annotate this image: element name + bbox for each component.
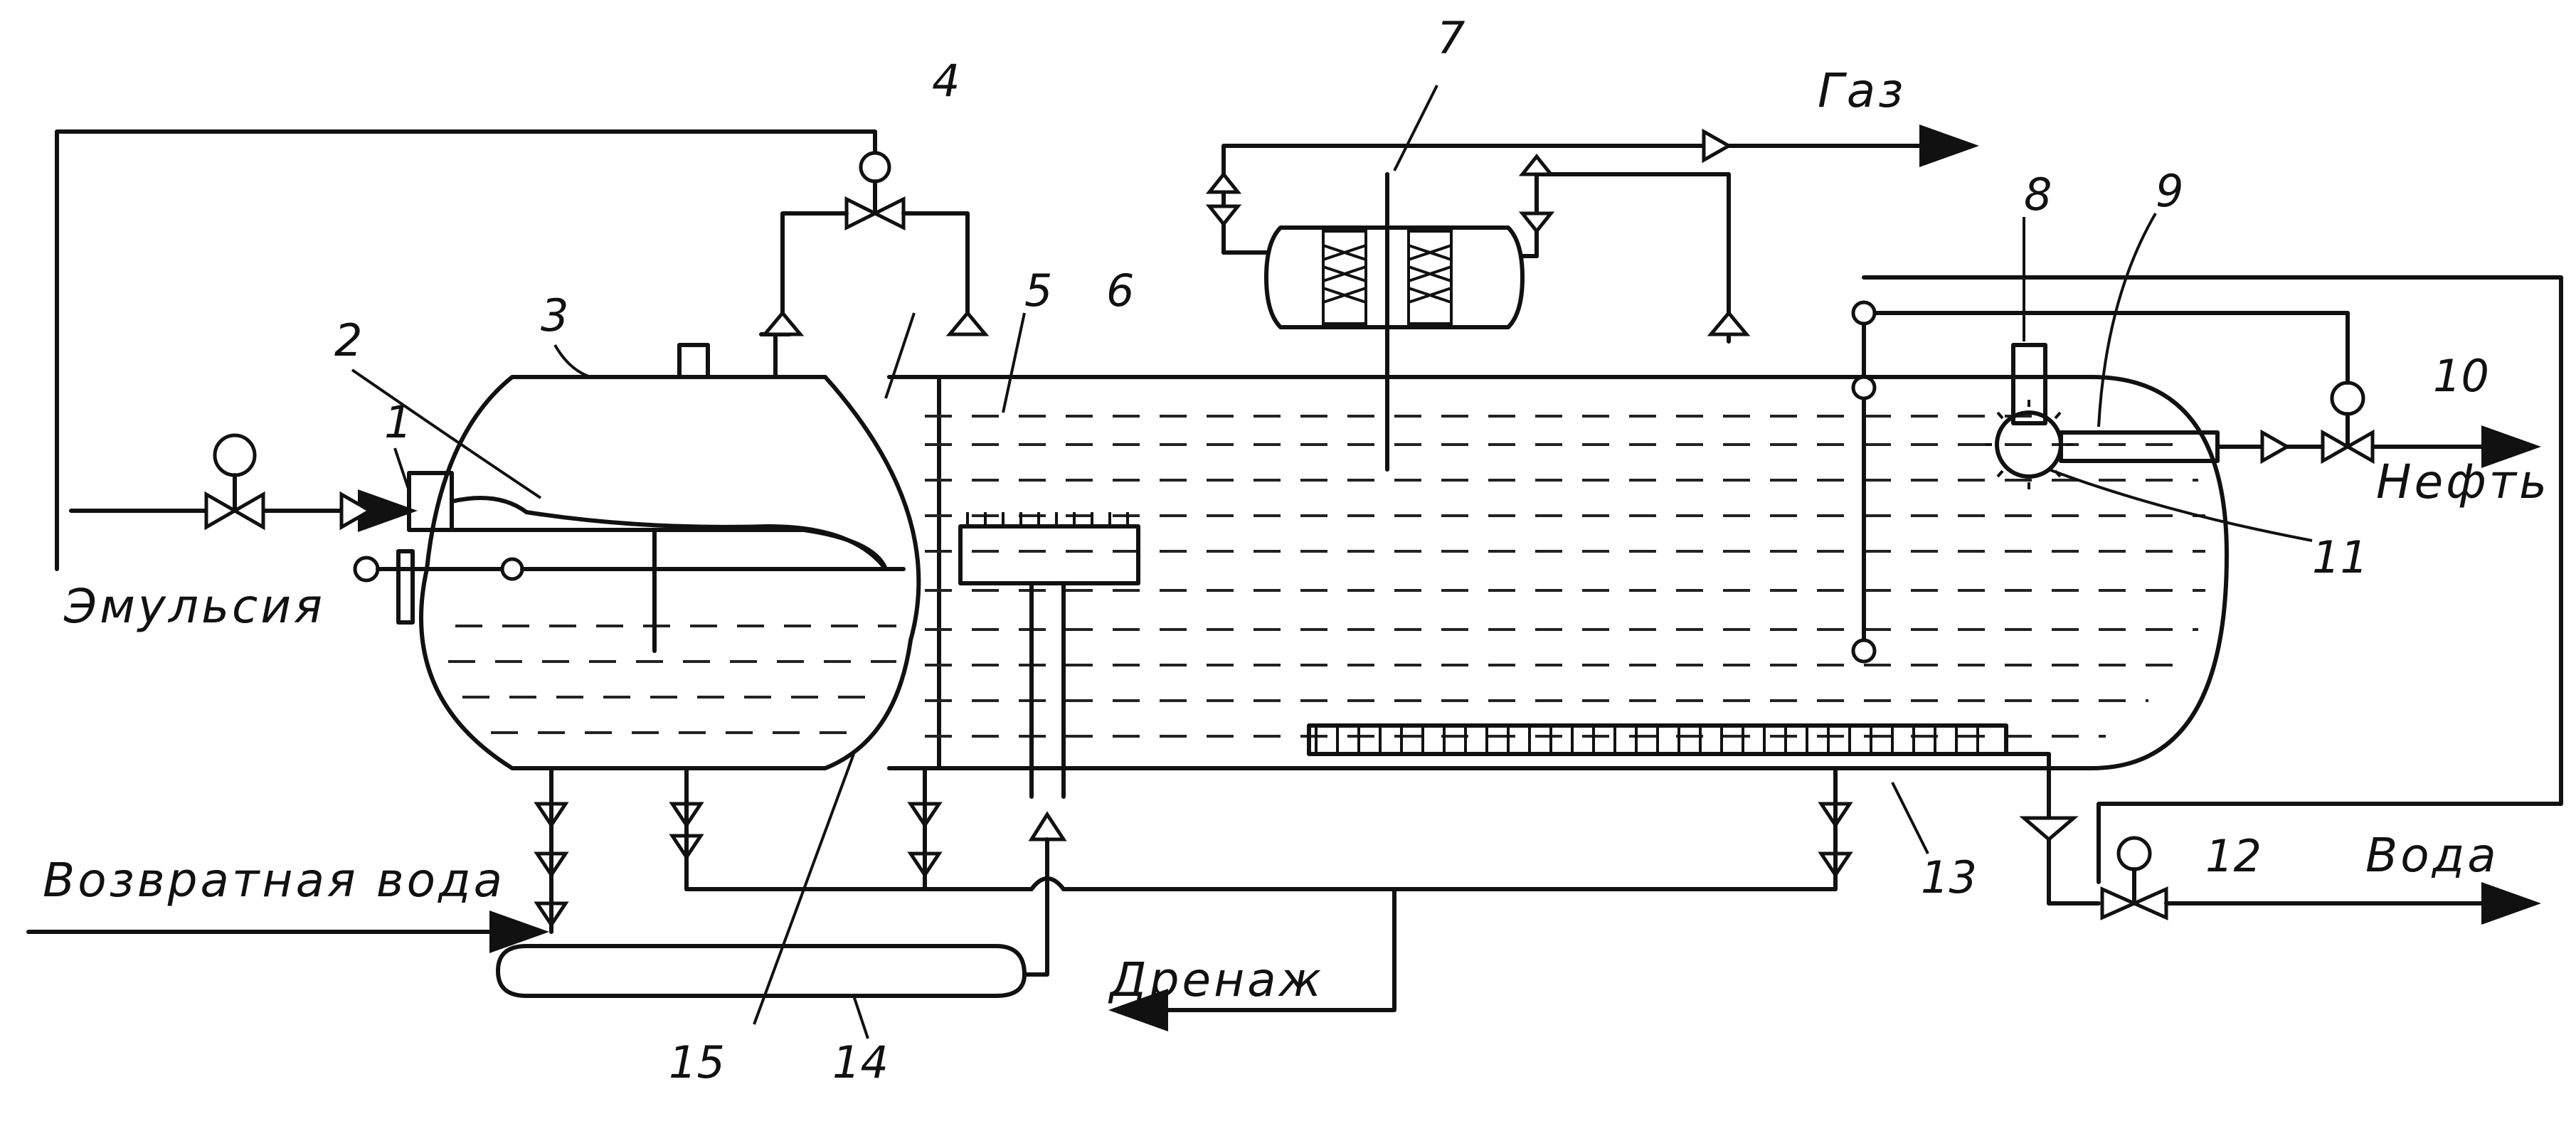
oil-label: Нефть — [2376, 455, 2550, 509]
callout-6: 6 — [1106, 265, 1134, 317]
callout-12: 12 — [2205, 830, 2262, 882]
callout-1: 1 — [384, 396, 412, 448]
gas-outlet — [1205, 124, 1979, 472]
distributor-5 — [958, 512, 1140, 891]
callout-11: 11 — [2312, 531, 2368, 583]
water-outlet — [2100, 836, 2541, 925]
callout-numbers: 1 2 3 4 5 6 7 8 9 10 11 12 13 14 15 — [334, 12, 2489, 1088]
valve-4 — [760, 151, 990, 336]
drain-label: Дренаж — [1108, 952, 1324, 1007]
flow-labels: Эмульсия Газ Нефть Вода Возвратная вода … — [43, 63, 2550, 1007]
callout-2: 2 — [334, 314, 362, 366]
return-water-label: Возвратная вода — [43, 853, 505, 908]
callout-3: 3 — [541, 290, 568, 341]
callout-13: 13 — [1921, 851, 1977, 903]
liquid-surface — [448, 415, 2205, 738]
drain-piping — [26, 766, 1853, 1031]
gas-label: Газ — [1818, 63, 1906, 118]
callout-4: 4 — [932, 55, 960, 107]
callout-9: 9 — [2156, 165, 2183, 217]
separator-vessel — [887, 375, 2229, 770]
gas-filter-7 — [1221, 172, 1539, 329]
callout-8: 8 — [2024, 169, 2052, 221]
water-label: Вода — [2365, 828, 2499, 883]
heater-13 — [1307, 723, 2101, 906]
callout-14: 14 — [832, 1036, 889, 1088]
callout-5: 5 — [1024, 265, 1052, 317]
callout-10: 10 — [2433, 350, 2489, 402]
callout-15: 15 — [669, 1036, 725, 1088]
callout-leaders — [351, 85, 2313, 1039]
emulsion-label: Эмульсия — [63, 579, 325, 634]
oil-outlet — [1851, 275, 2563, 884]
callout-7: 7 — [1437, 12, 1465, 64]
inlet-bypass — [55, 129, 906, 625]
emulsion-inlet — [69, 433, 888, 653]
inlet-chamber — [419, 332, 941, 770]
